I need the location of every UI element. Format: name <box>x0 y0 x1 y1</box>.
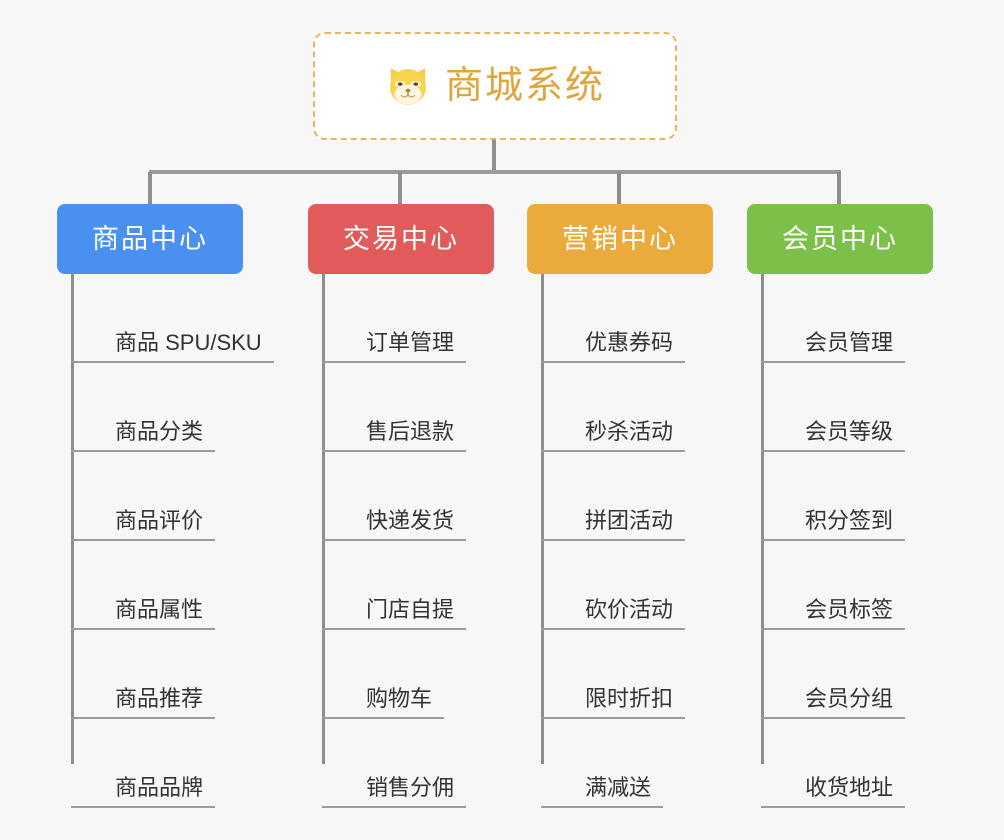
leaf-label: 快递发货 <box>366 507 455 533</box>
category-label-product-center: 商品中心 <box>92 223 208 254</box>
branch-marketing-center: 营销中心 优惠券码 秒杀活动 拼团活动 砍价活动 限时折扣 满减送 <box>527 204 713 808</box>
leaf-item[interactable]: 砍价活动 <box>541 541 686 630</box>
leaf-label: 收货地址 <box>805 774 894 800</box>
leaf-label: 会员管理 <box>805 329 894 355</box>
branch-member-center: 会员中心 会员管理 会员等级 积分签到 会员标签 会员分组 收货地址 <box>747 204 933 808</box>
leaf-item[interactable]: 商品评价 <box>71 452 274 541</box>
leaf-label: 商品品牌 <box>115 774 204 800</box>
leaf-item[interactable]: 满减送 <box>541 719 685 808</box>
leaf-label: 满减送 <box>585 774 652 800</box>
leaf-label: 秒杀活动 <box>585 418 674 444</box>
drop-line-marketing-center <box>617 172 621 206</box>
category-label-trade-center: 交易中心 <box>343 223 459 254</box>
leaf-item[interactable]: 售后退款 <box>322 363 467 452</box>
category-box-trade-center[interactable]: 交易中心 <box>308 204 494 274</box>
shiba-dog-face-icon <box>385 63 431 109</box>
leaf-item[interactable]: 会员分组 <box>761 630 906 719</box>
category-box-member-center[interactable]: 会员中心 <box>747 204 933 274</box>
category-label-member-center: 会员中心 <box>782 223 898 254</box>
leaf-item[interactable]: 秒杀活动 <box>541 363 686 452</box>
root-stem-line <box>492 140 496 172</box>
leaf-item[interactable]: 商品 SPU/SKU <box>71 274 274 363</box>
drop-line-product-center <box>148 172 152 206</box>
leaf-label: 售后退款 <box>366 418 455 444</box>
leaf-item[interactable]: 商品推荐 <box>71 630 274 719</box>
branch-product-center: 商品中心 商品 SPU/SKU 商品分类 商品评价 商品属性 商品推荐 商品品牌 <box>57 204 274 808</box>
leaf-item[interactable]: 积分签到 <box>761 452 906 541</box>
spine-trade-center <box>322 274 325 764</box>
drop-line-trade-center <box>398 172 402 206</box>
leaf-label: 会员等级 <box>805 418 894 444</box>
spine-marketing-center <box>541 274 544 764</box>
leaf-item[interactable]: 会员标签 <box>761 541 906 630</box>
leaf-label: 拼团活动 <box>585 507 674 533</box>
leaf-item[interactable]: 购物车 <box>322 630 466 719</box>
leaf-label: 商品评价 <box>115 507 204 533</box>
leaf-item[interactable]: 商品属性 <box>71 541 274 630</box>
leaf-item[interactable]: 收货地址 <box>761 719 906 808</box>
leaf-item[interactable]: 优惠券码 <box>541 274 686 363</box>
leaf-label: 商品 SPU/SKU <box>115 329 262 355</box>
leaf-label: 门店自提 <box>366 596 455 622</box>
spine-product-center <box>71 274 74 764</box>
category-box-marketing-center[interactable]: 营销中心 <box>527 204 713 274</box>
leaf-label: 商品推荐 <box>115 685 204 711</box>
leaf-item[interactable]: 会员等级 <box>761 363 906 452</box>
leaf-label: 购物车 <box>366 685 433 711</box>
leaf-list-marketing-center: 优惠券码 秒杀活动 拼团活动 砍价活动 限时折扣 满减送 <box>541 274 686 808</box>
leaf-item[interactable]: 会员管理 <box>761 274 906 363</box>
root-title: 商城系统 <box>444 65 605 107</box>
leaf-label: 订单管理 <box>366 329 455 355</box>
branch-trade-center: 交易中心 订单管理 售后退款 快递发货 门店自提 购物车 销售分佣 <box>308 204 494 808</box>
leaf-item[interactable]: 销售分佣 <box>322 719 467 808</box>
leaf-label: 限时折扣 <box>585 685 674 711</box>
spine-member-center <box>761 274 764 764</box>
leaf-label: 砍价活动 <box>585 596 674 622</box>
leaf-label: 优惠券码 <box>585 329 674 355</box>
horizontal-bus-line <box>149 170 841 174</box>
leaf-label: 会员标签 <box>805 596 894 622</box>
leaf-label: 销售分佣 <box>366 774 455 800</box>
leaf-list-member-center: 会员管理 会员等级 积分签到 会员标签 会员分组 收货地址 <box>761 274 906 808</box>
root-node[interactable]: 商城系统 <box>313 32 677 140</box>
leaf-label: 会员分组 <box>805 685 894 711</box>
leaf-list-product-center: 商品 SPU/SKU 商品分类 商品评价 商品属性 商品推荐 商品品牌 <box>71 274 274 808</box>
leaf-item[interactable]: 订单管理 <box>322 274 467 363</box>
leaf-item[interactable]: 限时折扣 <box>541 630 686 719</box>
leaf-item[interactable]: 快递发货 <box>322 452 467 541</box>
leaf-item[interactable]: 商品品牌 <box>71 719 274 808</box>
leaf-item[interactable]: 拼团活动 <box>541 452 686 541</box>
drop-line-member-center <box>837 172 841 206</box>
leaf-label: 商品属性 <box>115 596 204 622</box>
leaf-list-trade-center: 订单管理 售后退款 快递发货 门店自提 购物车 销售分佣 <box>322 274 467 808</box>
category-box-product-center[interactable]: 商品中心 <box>57 204 243 274</box>
leaf-item[interactable]: 商品分类 <box>71 363 274 452</box>
leaf-item[interactable]: 门店自提 <box>322 541 467 630</box>
leaf-label: 积分签到 <box>805 507 894 533</box>
leaf-label: 商品分类 <box>115 418 204 444</box>
category-label-marketing-center: 营销中心 <box>562 223 678 254</box>
